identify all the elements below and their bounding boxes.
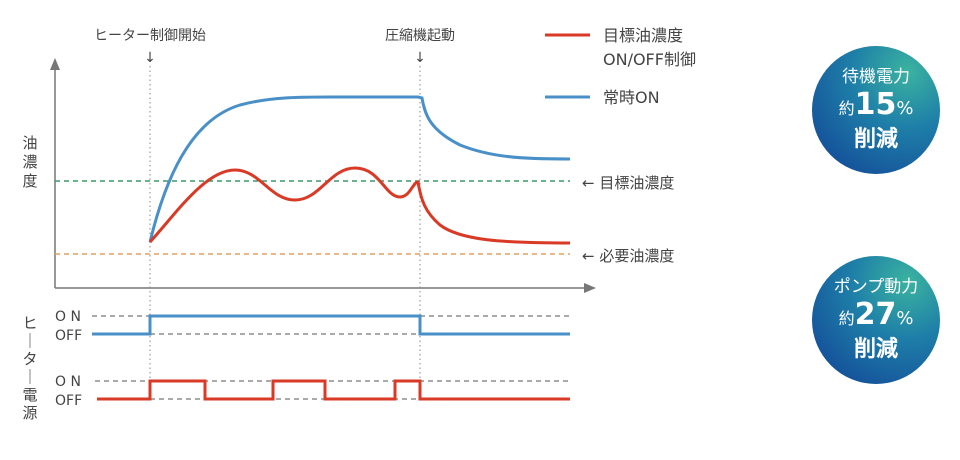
always-on-curve xyxy=(148,95,571,243)
y-label-char: 濃 xyxy=(22,153,37,171)
down-arrow-icon: ↓ xyxy=(144,50,156,66)
badge-unit: % xyxy=(896,308,914,329)
badge-prefix: 約 xyxy=(838,309,855,328)
on-off-control-curve xyxy=(148,166,571,245)
off-label: OFF xyxy=(55,328,82,344)
badge-title: 待機電力 xyxy=(842,67,910,87)
pump-power-badge: ポンプ動力 約27% 削減 xyxy=(812,256,940,384)
heater-label-char: ｜ xyxy=(22,332,37,350)
legend-red-label-2: ON/OFF制御 xyxy=(603,50,696,69)
target-level-label: ← 目標油濃度 xyxy=(582,174,674,192)
badge-suffix: 削減 xyxy=(853,337,898,362)
required-level-label: ← 必要油濃度 xyxy=(582,247,674,265)
on-label: O N xyxy=(55,374,81,390)
heater-label-char: ヒ xyxy=(22,314,37,332)
badge-unit: % xyxy=(896,98,914,119)
y-axis-arrow-icon xyxy=(50,58,60,70)
on-label: O N xyxy=(55,309,81,325)
standby-power-badge: 待機電力 約15% 削減 xyxy=(812,46,940,174)
heater-label-char: 源 xyxy=(22,404,37,422)
legend-blue-label: 常時ON xyxy=(603,88,660,107)
always-on-heater-signal xyxy=(92,314,570,336)
legend-red-label-1: 目標油濃度 xyxy=(603,26,683,45)
y-label-char: 度 xyxy=(22,172,37,190)
on-off-heater-signal xyxy=(97,379,570,401)
badge-title: ポンプ動力 xyxy=(833,277,919,297)
badge-prefix: 約 xyxy=(838,99,855,118)
down-arrow-icon: ↓ xyxy=(414,50,426,66)
y-label-char: 油 xyxy=(22,134,37,152)
heater-start-label: ヒーター制御開始 xyxy=(94,28,206,44)
badge-value: 27 xyxy=(854,297,897,332)
heater-label-char: 電 xyxy=(22,386,37,404)
badge-suffix: 削減 xyxy=(853,127,898,152)
x-axis-arrow-icon xyxy=(584,283,596,293)
heater-label-char: タ xyxy=(22,350,37,368)
badge-value: 15 xyxy=(854,87,897,122)
compressor-start-label: 圧縮機起動 xyxy=(385,28,455,44)
heater-label-char: ｜ xyxy=(22,368,37,386)
off-label: OFF xyxy=(55,393,82,409)
